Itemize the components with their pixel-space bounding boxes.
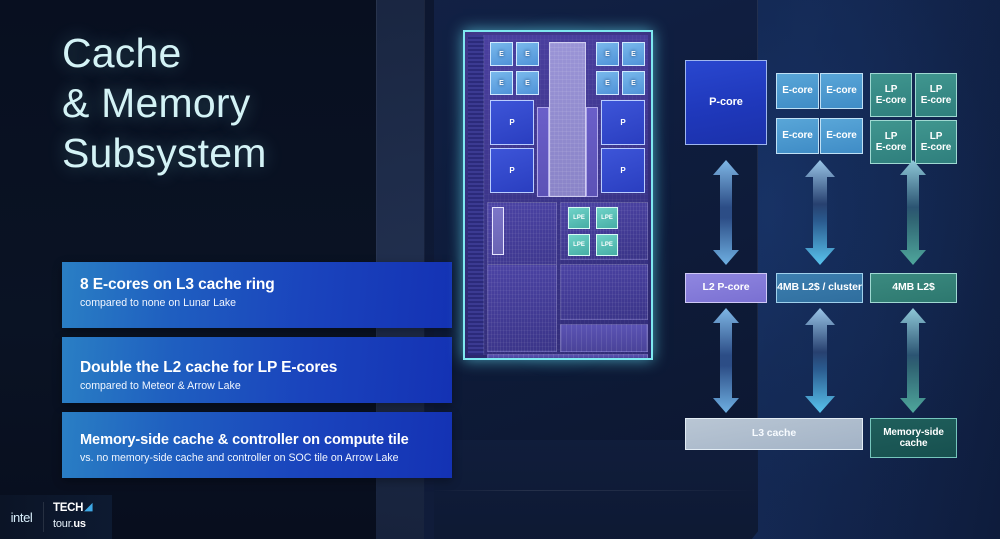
lp-e-core-3-line-1: LP [884,130,898,142]
die-p-core-2: P [490,148,534,193]
diagram-node-lp-e-core-1[interactable]: LP E-core [870,73,912,117]
die-block-ring-left [537,107,549,197]
die-e-core-3: E [490,71,513,95]
bullet-card-1: 8 E-cores on L3 cache ring compared to n… [62,262,452,328]
arrow-l2-p-core-to-l3 [712,308,740,413]
page-title-line-3: Subsystem [62,130,267,177]
die-block-tall-cell [492,207,504,255]
die-e-core-8: E [622,71,645,95]
lp-e-core-1-line-2: E-core [875,95,907,106]
die-e-core-7: E [596,71,619,95]
page-title-line-2: & Memory [62,80,251,127]
memory-side-cache-line-1: Memory-side [883,426,944,438]
die-p-core-4: P [601,148,645,193]
tech-tour-logo-us: us [73,517,86,530]
die-shot-left-io-bar [468,35,484,355]
die-e-core-5: E [596,42,619,66]
diagram-node-lp-e-core-4[interactable]: LP E-core [915,120,957,164]
cache-hierarchy-diagram: P-core E-core E-core E-core E-core LP E-… [680,60,980,470]
arrow-l2-lpe-to-memory-side-cache [899,308,927,413]
die-block-io-strip [560,324,648,352]
tech-tour-logo-tech: TECH [53,501,84,514]
bullet-card-3-headline: Memory-side cache & controller on comput… [80,432,409,448]
background-divider-line-far-right [757,0,758,539]
diagram-node-e-core-2[interactable]: E-core [820,73,863,109]
tech-tour-logo: TECH ◢ tour.us [53,500,93,531]
die-block-ring-right [586,107,598,197]
lp-e-core-3-line-2: E-core [875,142,907,153]
die-lp-e-core-3: LPE [568,234,590,256]
bullet-card-3: Memory-side cache & controller on comput… [62,412,452,478]
die-block-lower-right-fabric [560,264,648,320]
die-e-core-6: E [622,42,645,66]
chip-package-lower-bevel [428,440,758,539]
lp-e-core-4-line-1: LP [929,130,943,142]
bullet-card-2-headline: Double the L2 cache for LP E-cores [80,359,338,376]
chip-package-edge-highlight [428,490,758,491]
bullet-card-3-subline: vs. no memory-side cache and controller … [80,451,399,464]
bullet-card-1-headline: 8 E-cores on L3 cache ring [80,276,275,293]
memory-side-cache-line-2: cache [899,438,928,449]
die-e-core-4: E [516,71,539,95]
die-e-core-1: E [490,42,513,66]
die-lp-e-core-4: LPE [596,234,618,256]
lp-e-core-2-line-2: E-core [920,95,952,106]
lp-e-core-4-line-2: E-core [920,142,952,153]
lp-e-core-2-line-1: LP [929,83,943,95]
diagram-node-l3-cache[interactable]: L3 cache [685,418,863,450]
die-e-core-2: E [516,42,539,66]
die-lp-e-core-1: LPE [568,207,590,229]
diagram-node-e-core-4[interactable]: E-core [820,118,863,154]
die-shot-frame: E E E E E E E E P P P P LPE LPE LPE LPE [463,30,653,360]
diagram-node-memory-side-cache[interactable]: Memory-side cache [870,418,957,458]
diagram-node-p-core[interactable]: P-core [685,60,767,145]
lp-e-core-1-line-1: LP [884,83,898,95]
footer-logo-bar: intel TECH ◢ tour.us [0,495,112,539]
tech-tour-accent-icon: ◢ [84,500,93,513]
bullet-card-list: 8 E-cores on L3 cache ring compared to n… [62,262,452,487]
die-shot: E E E E E E E E P P P P LPE LPE LPE LPE [449,16,667,374]
die-p-core-1: P [490,100,534,145]
arrow-l2-cluster-to-l3 [804,308,836,413]
diagram-node-l2-cluster[interactable]: 4MB L2$ / cluster [776,273,863,303]
diagram-node-e-core-3[interactable]: E-core [776,118,819,154]
page-title: Cache & Memory Subsystem [62,28,392,178]
intel-logo-text: intel [10,509,33,525]
die-p-core-3: P [601,100,645,145]
bullet-card-1-subline: compared to none on Lunar Lake [80,296,237,309]
intel-logo: intel [0,502,44,532]
bullet-card-2-subline: compared to Meteor & Arrow Lake [80,379,241,392]
diagram-node-lp-e-core-2[interactable]: LP E-core [915,73,957,117]
die-block-bottom-io [487,354,648,358]
arrow-p-core-to-l2 [712,160,740,265]
tech-tour-logo-tour: tour. [53,517,74,530]
arrow-e-cores-to-l2 [804,160,836,265]
diagram-node-lp-e-core-3[interactable]: LP E-core [870,120,912,164]
arrow-lp-e-cores-to-l2 [899,160,927,265]
die-block-l3-cache-column [549,42,586,197]
diagram-node-l2-lp-e-core[interactable]: 4MB L2$ [870,273,957,303]
diagram-node-l2-p-core[interactable]: L2 P-core [685,273,767,303]
die-lp-e-core-2: LPE [596,207,618,229]
diagram-node-e-core-1[interactable]: E-core [776,73,819,109]
page-title-line-1: Cache [62,30,182,76]
die-block-lower-left-memory [487,264,557,352]
bullet-card-2: Double the L2 cache for LP E-cores compa… [62,337,452,403]
